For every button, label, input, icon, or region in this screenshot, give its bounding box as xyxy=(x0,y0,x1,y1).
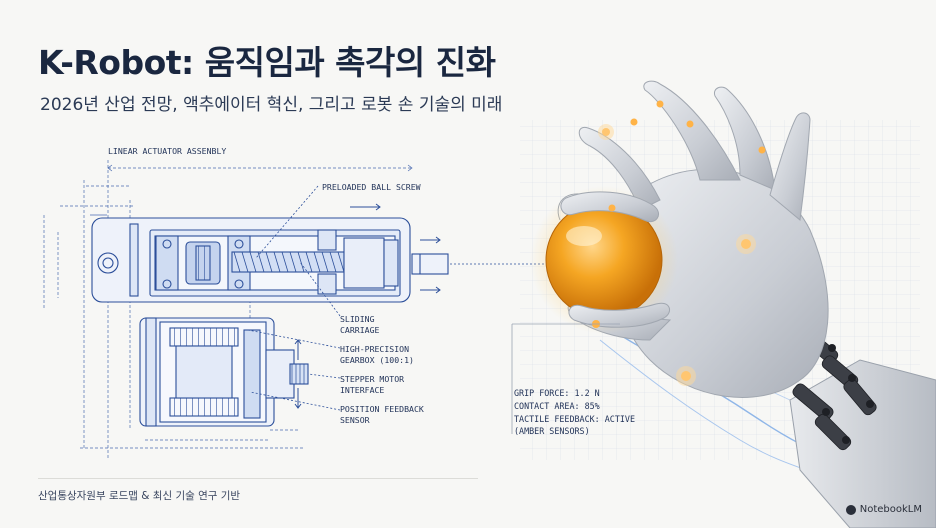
sensor-label-line1: POSITION FEEDBACK xyxy=(340,404,424,414)
motor-label-line1: STEPPER MOTOR xyxy=(340,374,404,384)
readout-bracket xyxy=(511,323,620,434)
carriage-label-line1: SLIDING xyxy=(340,314,375,324)
footer-source: 산업통상자원부 로드맵 & 최신 기술 연구 기반 xyxy=(38,490,241,502)
brand-mark: NotebookLM xyxy=(845,504,922,515)
brand-name: NotebookLM xyxy=(859,504,922,515)
contact-area-readout: CONTACT AREA: 85% xyxy=(514,401,600,411)
notebooklm-icon xyxy=(845,504,856,515)
carriage-label-line2: CARRIAGE xyxy=(340,325,380,335)
gearbox-label-line1: HIGH-PRECISION xyxy=(340,344,409,354)
motor-label-line2: INTERFACE xyxy=(340,385,384,395)
sensor-label-line2: SENSOR xyxy=(340,415,370,425)
gearbox-label-line2: GEARBOX (100:1) xyxy=(340,355,414,365)
tactile-feedback-note: (AMBER SENSORS) xyxy=(514,426,590,436)
assembly-label: LINEAR ACTUATOR ASSENBLY xyxy=(108,146,226,156)
page-title: K-Robot: 움직임과 촉각의 진화 xyxy=(38,43,496,82)
ball-screw-label: PRELOADED BALL SCREW xyxy=(322,182,421,192)
robot-hand xyxy=(530,80,936,528)
footer-divider xyxy=(38,478,478,479)
page-subtitle: 2026년 산업 전망, 액추에이터 혁신, 그리고 로봇 손 기술의 미래 xyxy=(40,95,503,115)
tactile-feedback-readout: TACTILE FEEDBACK: ACTIVE xyxy=(514,414,635,424)
actuator-blueprint xyxy=(43,160,449,460)
grip-force-readout: GRIP FORCE: 1.2 N xyxy=(514,388,600,398)
